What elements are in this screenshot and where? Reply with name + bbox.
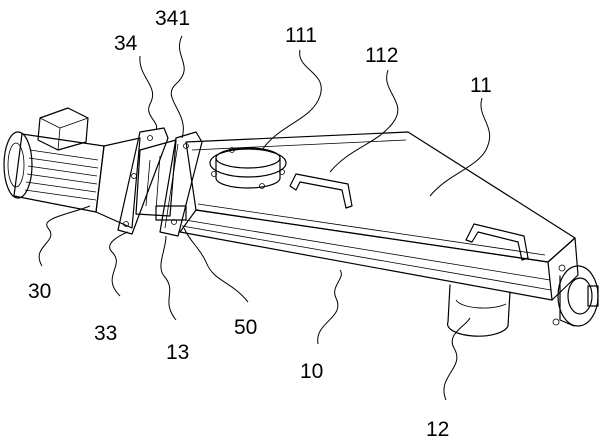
label-11: 11 — [470, 74, 492, 97]
label-12: 12 — [426, 418, 449, 441]
label-30: 30 — [28, 280, 51, 303]
end-bearing — [552, 264, 599, 327]
front-flange — [155, 131, 203, 237]
coupling — [135, 139, 177, 217]
motor — [3, 107, 141, 229]
label-33: 33 — [94, 322, 117, 345]
label-50: 50 — [234, 316, 257, 339]
label-13: 13 — [166, 341, 189, 364]
label-10: 10 — [300, 360, 323, 383]
inlet-flange — [209, 147, 287, 189]
handle-right — [465, 223, 529, 261]
label-341: 341 — [155, 7, 190, 30]
outlet-pipe — [446, 284, 511, 337]
label-34: 34 — [114, 32, 138, 55]
trough-body — [179, 131, 579, 301]
handle-left — [289, 173, 353, 209]
label-112: 112 — [365, 44, 398, 67]
label-111: 111 — [285, 24, 317, 47]
leader-lines — [38, 35, 491, 401]
reference-numerals: 341 34 111 112 11 30 33 13 50 10 12 — [28, 7, 492, 441]
